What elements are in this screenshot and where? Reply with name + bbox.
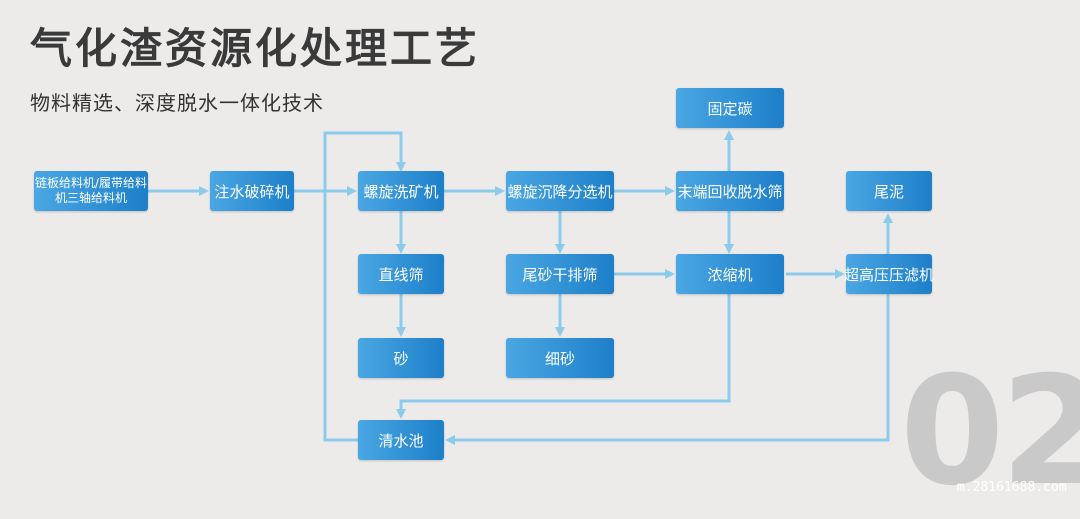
arrowhead <box>445 435 455 445</box>
arrowhead <box>199 186 209 196</box>
arrowhead <box>555 327 565 337</box>
watermark: m.28161688.com <box>957 480 1067 495</box>
node-fixed-carbon: 固定碳 <box>676 88 784 128</box>
node-filter-press: 超高压压滤机 <box>844 254 934 294</box>
page-subtitle: 物料精选、深度脱水一体化技术 <box>30 91 324 115</box>
arrow-pool-recycle-to-washer <box>323 131 403 442</box>
node-linear-screen: 直线筛 <box>358 254 444 294</box>
node-spiral-separator: 螺旋沉降分选机 <box>506 171 614 211</box>
node-tailing-mud: 尾泥 <box>846 171 932 211</box>
arrowhead <box>724 244 734 254</box>
arrowhead <box>835 269 845 279</box>
arrow-thickener-to-pool <box>399 294 731 410</box>
node-fine-sand: 细砂 <box>506 338 614 378</box>
arrowhead <box>724 130 734 140</box>
node-clear-pool: 清水池 <box>358 420 444 460</box>
page-number: 02 <box>900 345 1080 519</box>
node-tailing-sand-screen: 尾砂干排筛 <box>506 254 614 294</box>
arrowhead <box>396 327 406 337</box>
arrowhead <box>555 244 565 254</box>
arrowhead <box>665 269 675 279</box>
node-spiral-washer: 螺旋洗矿机 <box>358 171 444 211</box>
node-end-recovery: 末端回收脱水筛 <box>676 171 784 211</box>
node-feeder: 链板给料机/履带给料机三轴给料机 <box>34 171 148 211</box>
arrowhead <box>396 244 406 254</box>
arrowhead <box>495 186 505 196</box>
arrow-press-to-pool <box>454 294 890 442</box>
flow-connectors <box>148 130 893 445</box>
arrowhead <box>665 186 675 196</box>
arrowhead <box>396 162 406 172</box>
arrowhead <box>883 213 893 223</box>
node-thickener: 浓缩机 <box>676 254 784 294</box>
arrowhead <box>396 409 406 419</box>
arrowhead <box>347 186 357 196</box>
page-title: 气化渣资源化处理工艺 <box>30 24 481 73</box>
node-sand: 砂 <box>358 338 444 378</box>
node-crusher: 注水破碎机 <box>210 171 294 211</box>
